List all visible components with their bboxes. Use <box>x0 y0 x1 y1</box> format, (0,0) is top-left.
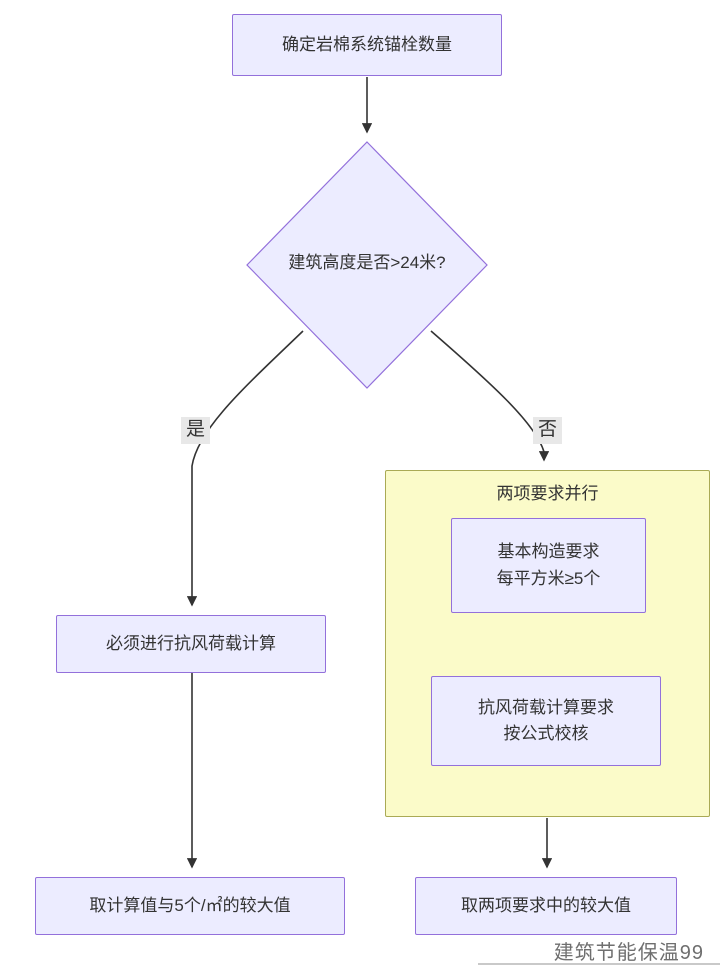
node-start-label: 确定岩棉系统锚栓数量 <box>282 34 452 54</box>
node-decision: 建筑高度是否>24米? <box>257 248 477 273</box>
edge-label-no: 否 <box>533 417 563 444</box>
watermark-underline <box>478 963 720 965</box>
node-basic-requirement-line1: 基本构造要求 <box>497 542 600 562</box>
node-calc-result: 取计算值与5个/㎡的较大值 <box>35 877 345 935</box>
edge-decision-yes <box>186 330 304 607</box>
node-basic-requirement: 基本构造要求 每平方米≥5个 <box>451 518 646 613</box>
edge-label-yes: 是 <box>181 417 211 444</box>
node-calc-result-label: 取计算值与5个/㎡的较大值 <box>89 895 291 915</box>
node-wind-requirement-line1: 抗风荷载计算要求 <box>478 697 614 717</box>
decision-diamond-shape <box>246 141 488 389</box>
watermark-text: 建筑节能保温99 <box>553 942 704 964</box>
group-parallel-requirements: 两项要求并行 基本构造要求 每平方米≥5个 抗风荷载计算要求 按公式校核 <box>385 470 710 817</box>
node-parallel-result-label: 取两项要求中的较大值 <box>461 895 631 915</box>
node-wind-calc: 必须进行抗风荷载计算 <box>56 615 326 673</box>
node-wind-calc-label: 必须进行抗风荷载计算 <box>106 633 276 653</box>
node-wind-requirement: 抗风荷载计算要求 按公式校核 <box>431 676 661 766</box>
node-parallel-result: 取两项要求中的较大值 <box>415 877 677 935</box>
group-title: 两项要求并行 <box>496 484 599 503</box>
node-decision-label: 建筑高度是否>24米? <box>288 253 446 272</box>
node-basic-requirement-line2: 每平方米≥5个 <box>496 568 601 588</box>
edge-decision-no <box>430 330 550 462</box>
node-wind-requirement-line2: 按公式校核 <box>503 724 589 743</box>
node-start: 确定岩棉系统锚栓数量 <box>232 14 502 76</box>
